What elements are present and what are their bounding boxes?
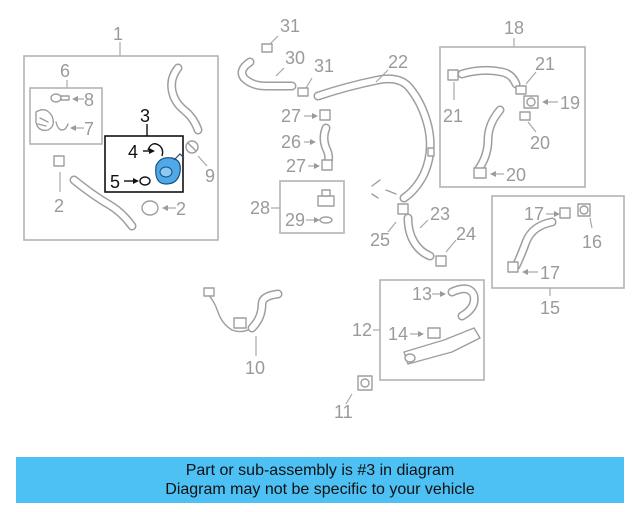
- callout-10: 10: [245, 358, 265, 378]
- callout-8: 8: [84, 90, 94, 110]
- part-24-clamp: [435, 255, 447, 267]
- part-15-hose: [511, 217, 557, 271]
- part-14-clamp: [427, 327, 441, 339]
- group-box-15: [491, 195, 625, 289]
- callout-31-top: 31: [280, 16, 300, 36]
- part-25-clamp: [397, 203, 409, 215]
- part-18-hose-upper: [457, 65, 521, 89]
- group-15: 15 17 16 17: [491, 195, 625, 318]
- part-7-hose: [35, 109, 69, 132]
- part-16-connector: [577, 203, 591, 217]
- group-28: 28 29: [250, 180, 345, 234]
- part-13-hose: [447, 284, 479, 321]
- group-box-1: [23, 55, 219, 241]
- callout-6: 6: [60, 61, 70, 81]
- callout-20-lower: 20: [506, 165, 526, 185]
- part-29-seal: [319, 216, 333, 224]
- callout-12: 12: [352, 320, 372, 340]
- part-19-connector: [523, 95, 539, 109]
- part-11-fitting: [357, 375, 373, 391]
- group-box-18: [439, 46, 586, 188]
- group-box-6: [29, 87, 103, 145]
- part-20-clamp-lower: [473, 167, 487, 179]
- callout-5: 5: [110, 172, 120, 192]
- part-27-clamp: [319, 109, 331, 121]
- part-9-hose: [167, 63, 203, 154]
- callout-28: 28: [250, 198, 270, 218]
- part-30-hose: [237, 57, 297, 91]
- group-26-27: 27 26 27: [281, 106, 334, 176]
- group-1: 1 6 8 7 9 3: [23, 24, 219, 241]
- part-3-assembly-highlighted: [155, 153, 185, 185]
- part-21-clamp-right: [515, 85, 527, 95]
- callout-1: 1: [113, 24, 123, 44]
- group-23-25: 25 23 24: [370, 203, 476, 267]
- callout-17-bottom: 17: [540, 263, 560, 283]
- part-2-hose-lower: [53, 155, 159, 231]
- part-31-clamp-2: [297, 87, 309, 97]
- part-21-clamp-left: [447, 69, 459, 81]
- callout-19: 19: [560, 93, 580, 113]
- callout-25: 25: [370, 230, 390, 250]
- part-10-hose: [203, 287, 283, 333]
- callout-21-right: 21: [535, 54, 555, 74]
- part-4-bracket: [147, 143, 164, 157]
- banner-line-1: Part or sub-assembly is #3 in diagram: [185, 462, 455, 479]
- part-26-hose: [319, 123, 334, 167]
- callout-11: 11: [334, 402, 353, 422]
- part-31-clamp: [261, 43, 273, 53]
- callout-14: 14: [388, 324, 408, 344]
- banner-line-2: Diagram may not be specific to your vehi…: [165, 481, 475, 498]
- callout-3: 3: [140, 106, 150, 126]
- callout-18: 18: [504, 18, 524, 38]
- part-22-pipe: [313, 74, 435, 203]
- group-12: 12 13 14: [352, 279, 485, 381]
- part-12-flange: [403, 327, 481, 365]
- group-30-31: 31 30 31: [237, 16, 334, 97]
- part-28-reservoir-cap: [317, 189, 335, 207]
- group-box-28: [279, 180, 345, 234]
- callout-26: 26: [281, 132, 301, 152]
- callout-24: 24: [456, 224, 476, 244]
- callout-20-upper: 20: [530, 133, 550, 153]
- callout-16: 16: [582, 232, 602, 252]
- part-23-hose: [403, 213, 435, 261]
- callout-17-top: 17: [524, 204, 544, 224]
- part-17-clamp-lower: [507, 261, 519, 273]
- callout-2-right: 2: [176, 199, 186, 219]
- callout-2-left: 2: [54, 196, 64, 216]
- group-box-3: [104, 135, 184, 193]
- callout-22: 22: [388, 52, 408, 72]
- callout-30: 30: [285, 48, 305, 68]
- part-18-hose-lower: [473, 105, 505, 175]
- callout-27-top: 27: [281, 106, 301, 126]
- callout-31-mid: 31: [314, 56, 334, 76]
- callout-9: 9: [205, 166, 215, 186]
- part-17-clamp-upper: [559, 207, 571, 219]
- callout-7: 7: [84, 119, 94, 139]
- callout-13: 13: [412, 284, 432, 304]
- info-banner: Part or sub-assembly is #3 in diagram Di…: [16, 457, 624, 503]
- callout-4: 4: [128, 142, 138, 162]
- group-18: 18 21 21 19 20 20: [439, 18, 586, 188]
- part-8-clamp: [50, 93, 70, 103]
- callout-21-left: 21: [443, 106, 463, 126]
- callout-29: 29: [285, 210, 305, 230]
- callout-23: 23: [430, 204, 450, 224]
- part-27-clamp-2: [321, 159, 333, 171]
- callout-27-bottom: 27: [286, 156, 306, 176]
- callout-15: 15: [540, 298, 560, 318]
- part-5-oring: [139, 176, 151, 186]
- part-20-clamp-upper: [519, 111, 531, 121]
